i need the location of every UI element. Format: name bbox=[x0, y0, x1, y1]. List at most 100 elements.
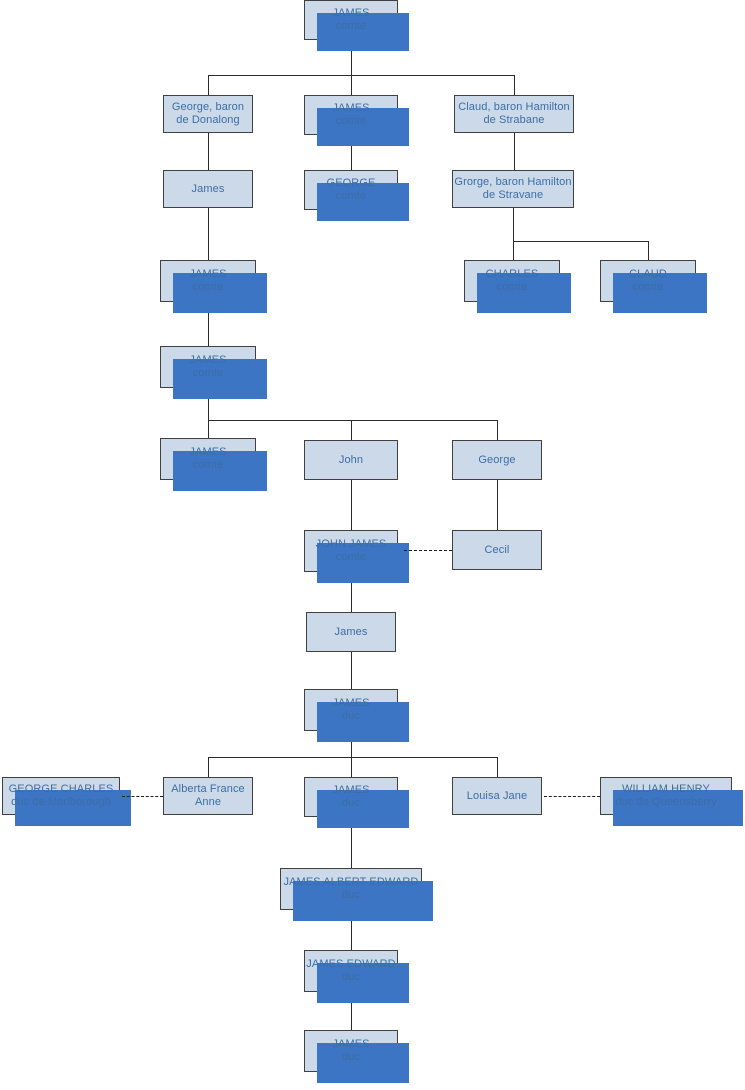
connector-edge bbox=[351, 572, 352, 612]
connector-edge bbox=[351, 910, 352, 950]
person-name: JAMES bbox=[189, 268, 227, 280]
person-node[interactable]: Cecil bbox=[452, 530, 542, 570]
person-name: JAMES bbox=[332, 1038, 370, 1050]
person-name: CLAUD bbox=[629, 268, 667, 280]
person-title: comte bbox=[335, 20, 367, 32]
person-node[interactable]: John bbox=[304, 440, 398, 480]
person-name: James bbox=[191, 182, 225, 195]
marriage-link bbox=[122, 796, 163, 797]
person-name: John bbox=[338, 453, 364, 466]
person-title: duc bbox=[341, 971, 361, 983]
person-node[interactable]: George bbox=[452, 440, 542, 480]
connector-edge bbox=[208, 133, 209, 170]
connector-edge bbox=[351, 731, 352, 757]
person-name: JAMES bbox=[189, 446, 227, 458]
person-node[interactable]: Louisa Jane bbox=[452, 777, 542, 815]
connector-edge bbox=[208, 757, 209, 777]
connector-edge bbox=[351, 75, 352, 95]
person-name: George, baron bbox=[171, 101, 245, 113]
connector-edge bbox=[351, 992, 352, 1030]
person-name: JAMES EDWARD bbox=[306, 958, 396, 970]
person-title: duc bbox=[341, 1051, 361, 1063]
person-node[interactable]: James bbox=[306, 612, 396, 652]
person-name: Cecil bbox=[484, 543, 510, 556]
connector-edge bbox=[208, 302, 209, 346]
connector-edge bbox=[513, 241, 649, 242]
person-title: duc bbox=[341, 710, 361, 722]
person-name: JAMES bbox=[332, 784, 370, 796]
connector-edge bbox=[514, 75, 515, 95]
connector-edge bbox=[208, 757, 498, 758]
person-title: de Strabane bbox=[483, 114, 545, 126]
person-name: JAMES bbox=[332, 697, 370, 709]
person-title: duc de Marlborough bbox=[11, 796, 111, 808]
person-title: comte bbox=[192, 459, 224, 471]
connector-edge bbox=[351, 652, 352, 689]
person-title: duc bbox=[341, 797, 361, 809]
person-name: Grorge, baron Hamilton bbox=[454, 176, 572, 188]
person-name: George bbox=[478, 453, 516, 466]
person-title: duc de Queensberry bbox=[615, 796, 717, 808]
person-title: comte bbox=[335, 115, 367, 127]
connector-edge bbox=[497, 420, 498, 440]
connector-edge bbox=[513, 241, 514, 260]
person-name: JAMES ALBERT EDWARD bbox=[283, 876, 419, 888]
person-name: GEORGE bbox=[326, 177, 376, 189]
connector-edge bbox=[208, 388, 209, 420]
person-title: de Stravane bbox=[482, 189, 544, 201]
connector-edge bbox=[351, 480, 352, 530]
person-title: comte bbox=[496, 281, 528, 293]
connector-edge bbox=[208, 420, 209, 438]
person-title: Anne bbox=[194, 796, 222, 808]
person-title: de Donalong bbox=[176, 114, 240, 126]
person-title: comte bbox=[335, 190, 367, 202]
person-name: Claud, baron Hamilton bbox=[458, 101, 570, 113]
person-name: JOHN JAMES bbox=[315, 538, 387, 550]
person-title: comte bbox=[192, 367, 224, 379]
connector-edge bbox=[648, 241, 649, 260]
person-name: GEORGE CHARLES bbox=[8, 783, 114, 795]
connector-edge bbox=[514, 133, 515, 170]
connector-edge bbox=[208, 208, 209, 260]
person-name: CHARLES bbox=[485, 268, 539, 280]
connector-edge bbox=[513, 208, 514, 241]
person-name: JAMES bbox=[332, 7, 370, 19]
person-title: duc bbox=[341, 889, 361, 901]
marriage-link bbox=[404, 550, 452, 551]
connector-edge bbox=[497, 757, 498, 777]
person-name: JAMES bbox=[332, 102, 370, 114]
person-node[interactable]: James bbox=[163, 170, 253, 208]
connector-edge bbox=[208, 420, 498, 421]
person-name: Alberta France bbox=[171, 783, 245, 795]
person-title: comte bbox=[192, 281, 224, 293]
marriage-link bbox=[544, 796, 600, 797]
connector-edge bbox=[351, 757, 352, 777]
connector-edge bbox=[497, 480, 498, 530]
person-name: JAMES bbox=[189, 354, 227, 366]
connector-edge bbox=[351, 817, 352, 868]
connector-edge bbox=[351, 135, 352, 170]
person-name: WILLIAM HENRY bbox=[622, 783, 710, 795]
connector-edge bbox=[208, 75, 515, 76]
